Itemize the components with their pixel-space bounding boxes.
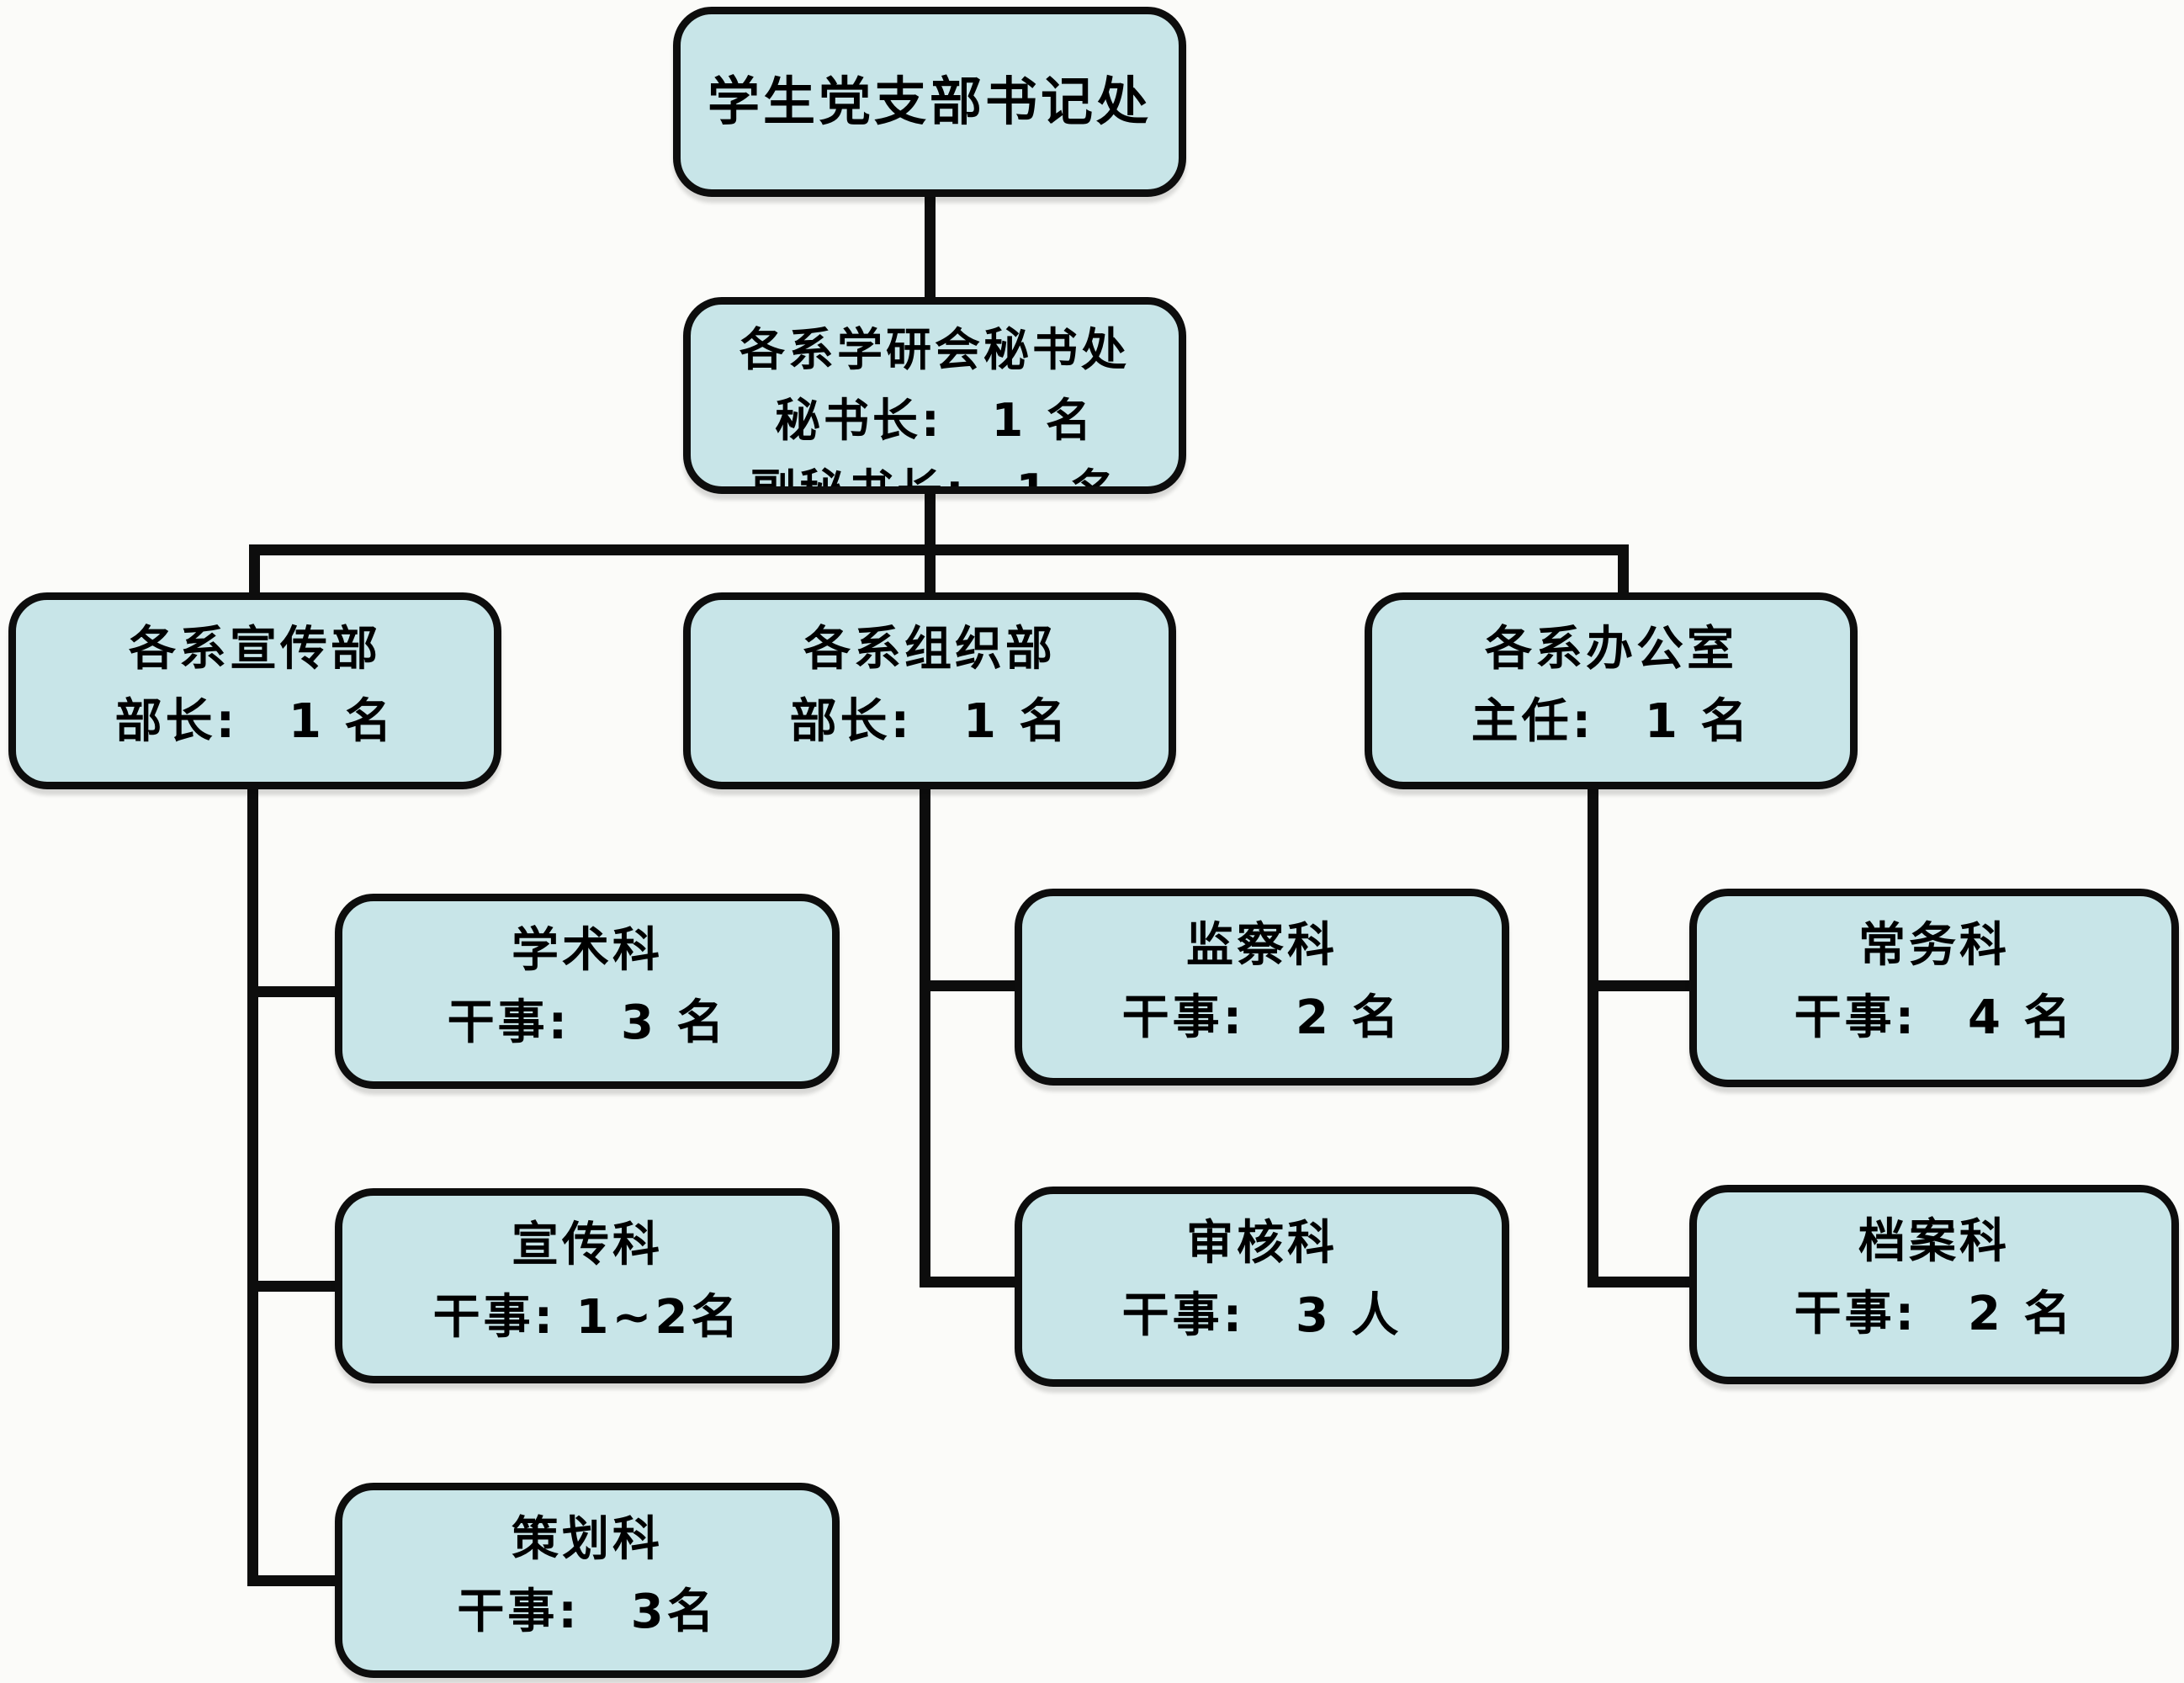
node-staff-line: 部长: 1 名	[789, 694, 1070, 749]
connector-stub-planning-section	[247, 1575, 342, 1586]
node-academic-section: 学术科 干事: 3 名	[335, 894, 840, 1089]
node-staff-line: 干事: 3 人	[1121, 1288, 1402, 1343]
node-planning-section: 策划科 干事: 3名	[335, 1483, 840, 1678]
node-student-party-branch-secretariat: 学生党支部书记处	[673, 7, 1186, 197]
node-title: 各系学研会秘书处	[739, 323, 1130, 376]
node-staff-line: 干事: 4 名	[1794, 990, 2075, 1045]
node-staff-line: 干事: 1~2名	[432, 1290, 742, 1345]
node-title: 审核科	[1186, 1216, 1338, 1271]
node-title: 各系办公室	[1485, 622, 1737, 677]
connector-drop-office-dept	[1618, 544, 1629, 597]
node-routine-section: 常务科 干事: 4 名	[1689, 889, 2179, 1087]
node-title: 学术科	[512, 923, 663, 978]
connector-stub-publicity-section	[247, 1281, 342, 1292]
connector-stub-review-section	[920, 1277, 1021, 1287]
node-title: 策划科	[512, 1512, 663, 1567]
connector-secretariat-to-bar	[925, 491, 936, 549]
connector-root-to-secretariat	[925, 190, 936, 300]
node-organization-dept: 各系组织部 部长: 1 名	[683, 592, 1176, 789]
connector-drop-organization-dept	[925, 544, 936, 597]
connector-stub-academic-section	[247, 986, 342, 997]
node-publicity-dept: 各系宣传部 部长: 1 名	[8, 592, 501, 789]
node-staff-line: 主任: 1 名	[1471, 694, 1752, 749]
node-title: 常务科	[1858, 918, 2010, 973]
node-review-section: 审核科 干事: 3 人	[1015, 1187, 1509, 1387]
node-staff-line-2: 副秘书长: 1 名	[750, 465, 1119, 494]
node-staff-line: 部长: 1 名	[114, 694, 395, 749]
node-title: 学生党支部书记处	[707, 71, 1152, 132]
node-supervision-section: 监察科 干事: 2 名	[1015, 889, 1509, 1086]
node-staff-line: 干事: 2 名	[1121, 990, 1402, 1045]
node-staff-line: 干事: 2 名	[1794, 1287, 2075, 1341]
connector-stub-archives-section	[1588, 1277, 1696, 1287]
node-title: 监察科	[1186, 918, 1338, 973]
connector-drop-publicity-dept	[249, 544, 260, 597]
node-title: 档案科	[1858, 1214, 2010, 1269]
node-publicity-section: 宣传科 干事: 1~2名	[335, 1188, 840, 1383]
node-office-dept: 各系办公室 主任: 1 名	[1365, 592, 1858, 789]
connector-trunk-publicity-dept	[247, 786, 258, 1586]
node-staff-line: 干事: 3 名	[447, 995, 728, 1050]
connector-stub-supervision-section	[920, 980, 1021, 991]
node-research-society-secretariat: 各系学研会秘书处 秘书长: 1 名 副秘书长: 1 名	[683, 297, 1186, 494]
node-title: 宣传科	[512, 1218, 663, 1272]
node-staff-line: 干事: 3名	[457, 1585, 718, 1639]
connector-trunk-organization-dept	[920, 786, 930, 1287]
connector-trunk-office-dept	[1588, 786, 1598, 1287]
connector-horizontal-bar	[249, 544, 1629, 555]
node-staff-line: 秘书长: 1 名	[775, 394, 1095, 447]
node-title: 各系组织部	[803, 622, 1056, 677]
node-title: 各系宣传部	[129, 622, 381, 677]
node-archives-section: 档案科 干事: 2 名	[1689, 1185, 2179, 1384]
connector-stub-routine-section	[1588, 980, 1696, 991]
